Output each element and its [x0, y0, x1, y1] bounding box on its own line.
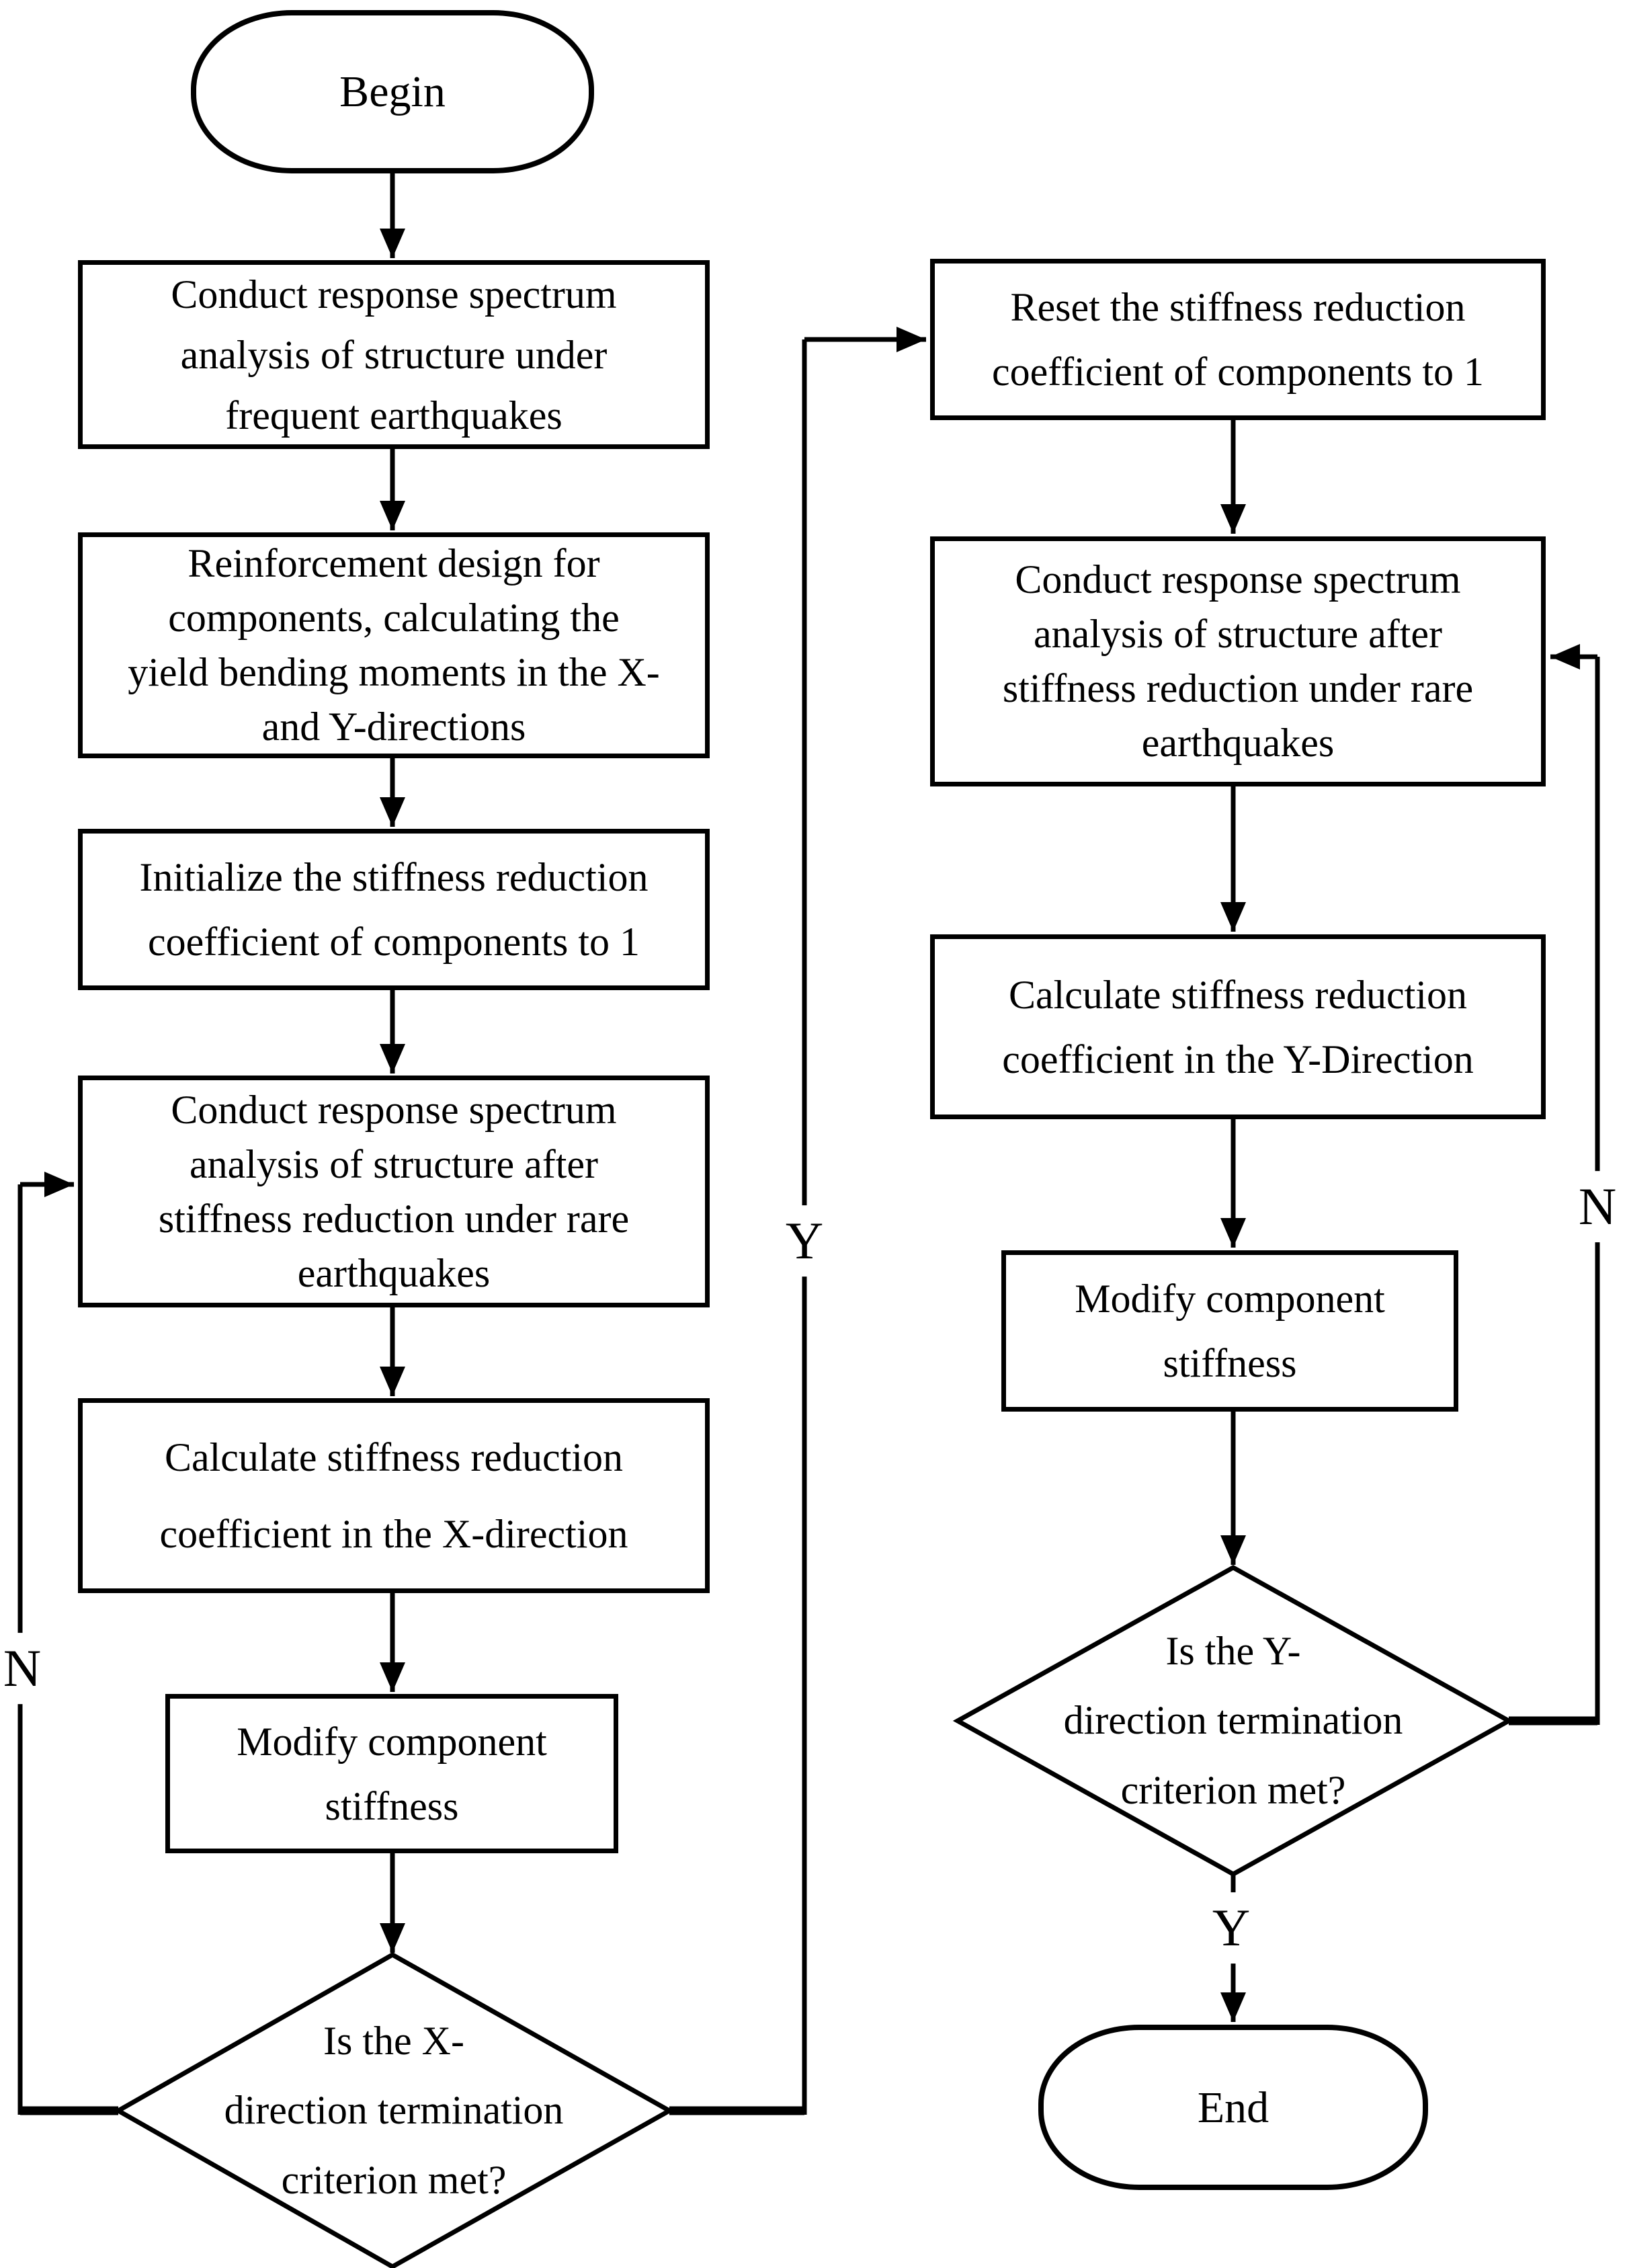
process-modify-stiffness-y: Modify component stiffness [1001, 1250, 1458, 1412]
process-reinforcement-design: Reinforcement design for components, cal… [78, 532, 710, 758]
label-x-no: N [0, 1633, 52, 1704]
process-calculate-coefficient-x: Calculate stiffness reduction coefficien… [78, 1398, 710, 1593]
process-rare-earthquake-analysis-y: Conduct response spectrum analysis of st… [930, 536, 1546, 786]
decision-x-termination-shape [113, 1951, 675, 2268]
process-modify-stiffness-x: Modify component stiffness [165, 1694, 618, 1853]
end-terminator: End [1038, 2025, 1428, 2190]
label-y-no: N [1567, 1171, 1625, 1242]
label-x-yes: Y [774, 1205, 835, 1277]
label-y-yes: Y [1201, 1892, 1261, 1963]
begin-terminator: Begin [191, 10, 594, 173]
process-initialize-coefficient: Initialize the stiffness reduction coeff… [78, 829, 710, 990]
decision-y-termination-shape [952, 1564, 1514, 1877]
decision-x-termination-label: Is the X- direction termination criterio… [224, 2019, 564, 2202]
process-calculate-coefficient-y: Calculate stiffness reduction coefficien… [930, 934, 1546, 1119]
decision-y-termination-label: Is the Y- direction termination criterio… [1063, 1629, 1403, 1812]
process-rare-earthquake-analysis-x: Conduct response spectrum analysis of st… [78, 1076, 710, 1307]
process-frequent-earthquake-analysis: Conduct response spectrum analysis of st… [78, 260, 710, 449]
process-reset-coefficient: Reset the stiffness reduction coefficien… [930, 259, 1546, 420]
